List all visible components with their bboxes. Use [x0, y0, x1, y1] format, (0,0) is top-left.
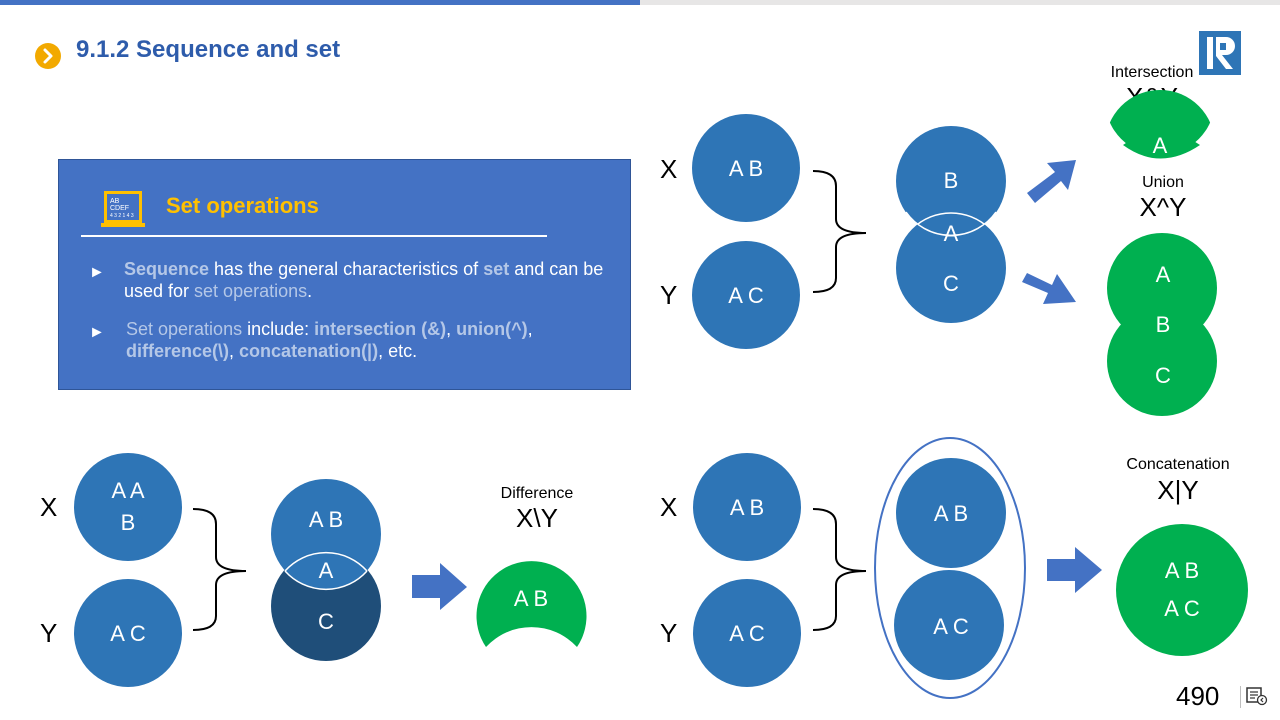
label-x: X: [660, 154, 677, 184]
venn-circle-c: [896, 213, 1006, 323]
svg-text:Y: Y: [660, 618, 677, 648]
svg-text:C: C: [1155, 363, 1171, 388]
bullet-operations: Set operations include: intersection (&)…: [126, 319, 533, 361]
overlap-venn-difference: A B A C: [271, 479, 381, 661]
svg-text:B: B: [121, 510, 136, 535]
card-divider: [81, 235, 547, 237]
arrow-to-concatenation-icon: [1047, 547, 1102, 593]
set-y-circle: [692, 241, 800, 349]
svg-text:A C: A C: [1164, 596, 1200, 621]
svg-text:A C: A C: [110, 621, 146, 646]
intersection-label: Intersection: [1111, 64, 1194, 81]
arrow-to-difference-icon: [412, 563, 467, 610]
intersection-result: A: [1105, 90, 1215, 159]
svg-text:B: B: [1156, 312, 1171, 337]
svg-text:A B: A B: [934, 501, 968, 526]
union-label: Union: [1142, 174, 1184, 191]
bullet-sequence: Sequence has the general characteristics…: [124, 259, 604, 301]
arrow-to-intersection-icon: [1027, 160, 1076, 203]
svg-text:A C: A C: [729, 621, 765, 646]
difference-result: A B: [476, 561, 587, 647]
set-x-circle: [692, 114, 800, 222]
concatenation-label: Concatenation: [1126, 456, 1229, 473]
r-logo-icon: [1199, 31, 1241, 75]
svg-text:A: A: [1156, 262, 1171, 287]
svg-text:CDEF: CDEF: [110, 205, 129, 212]
svg-text:B: B: [944, 168, 959, 193]
concatenation-expression: X|Y: [1157, 475, 1198, 505]
difference-expression: X\Y: [516, 503, 558, 533]
set-operations-card: AB CDEF 4 3 2 1 4 3 Set operations ► Seq…: [58, 159, 631, 390]
arrow-to-union-icon: [1022, 273, 1076, 304]
label-y: Y: [660, 280, 677, 310]
overlap-venn-top: B A C: [896, 126, 1006, 323]
footer-divider: [1240, 686, 1241, 708]
bullet-arrow-icon: ►: [89, 264, 105, 281]
svg-text:A: A: [1153, 133, 1168, 158]
union-result: A B C: [1107, 233, 1217, 416]
svg-text:A: A: [944, 221, 959, 246]
venn-circle-b: [896, 126, 1006, 236]
svg-text:C: C: [318, 609, 334, 634]
concatenation-result: A B A C: [1116, 524, 1248, 656]
svg-text:A: A: [319, 558, 334, 583]
svg-text:A B: A B: [1165, 558, 1199, 583]
chalkboard-icon: AB CDEF 4 3 2 1 4 3: [101, 191, 145, 227]
svg-text:A A: A A: [111, 478, 144, 503]
svg-text:A B: A B: [514, 586, 548, 611]
chevron-right-icon: [35, 43, 61, 69]
page-number: 490: [1176, 681, 1220, 711]
top-accent-bar: [0, 0, 640, 5]
svg-text:A B: A B: [309, 507, 343, 532]
bottom-left-x-y-group: X A A B Y A C: [40, 453, 247, 687]
card-title: Set operations: [166, 193, 319, 218]
svg-text:Y: Y: [40, 618, 57, 648]
slide-nav-icon[interactable]: [1246, 686, 1268, 706]
brace: [812, 170, 867, 293]
top-track-bar: [640, 0, 1280, 5]
slide-title: 9.1.2 Sequence and set: [76, 36, 341, 63]
bottom-right-x-y-group: X A B Y A C: [660, 453, 867, 687]
svg-text:A C: A C: [933, 614, 969, 639]
top-x-y-group: X A B Y A C: [660, 114, 867, 349]
svg-text:4 3 2 1 4 3: 4 3 2 1 4 3: [110, 213, 134, 219]
bullet-arrow-icon: ►: [89, 324, 105, 341]
set-y-values: A C: [728, 283, 764, 308]
svg-text:C: C: [943, 271, 959, 296]
difference-label: Difference: [501, 485, 574, 502]
concatenation-group: A B A C: [874, 437, 1026, 699]
svg-text:X: X: [40, 492, 57, 522]
set-x-values: A B: [729, 156, 763, 181]
svg-text:X: X: [660, 492, 677, 522]
svg-text:A B: A B: [730, 495, 764, 520]
svg-text:AB: AB: [110, 198, 120, 205]
union-expression: X^Y: [1140, 192, 1187, 222]
